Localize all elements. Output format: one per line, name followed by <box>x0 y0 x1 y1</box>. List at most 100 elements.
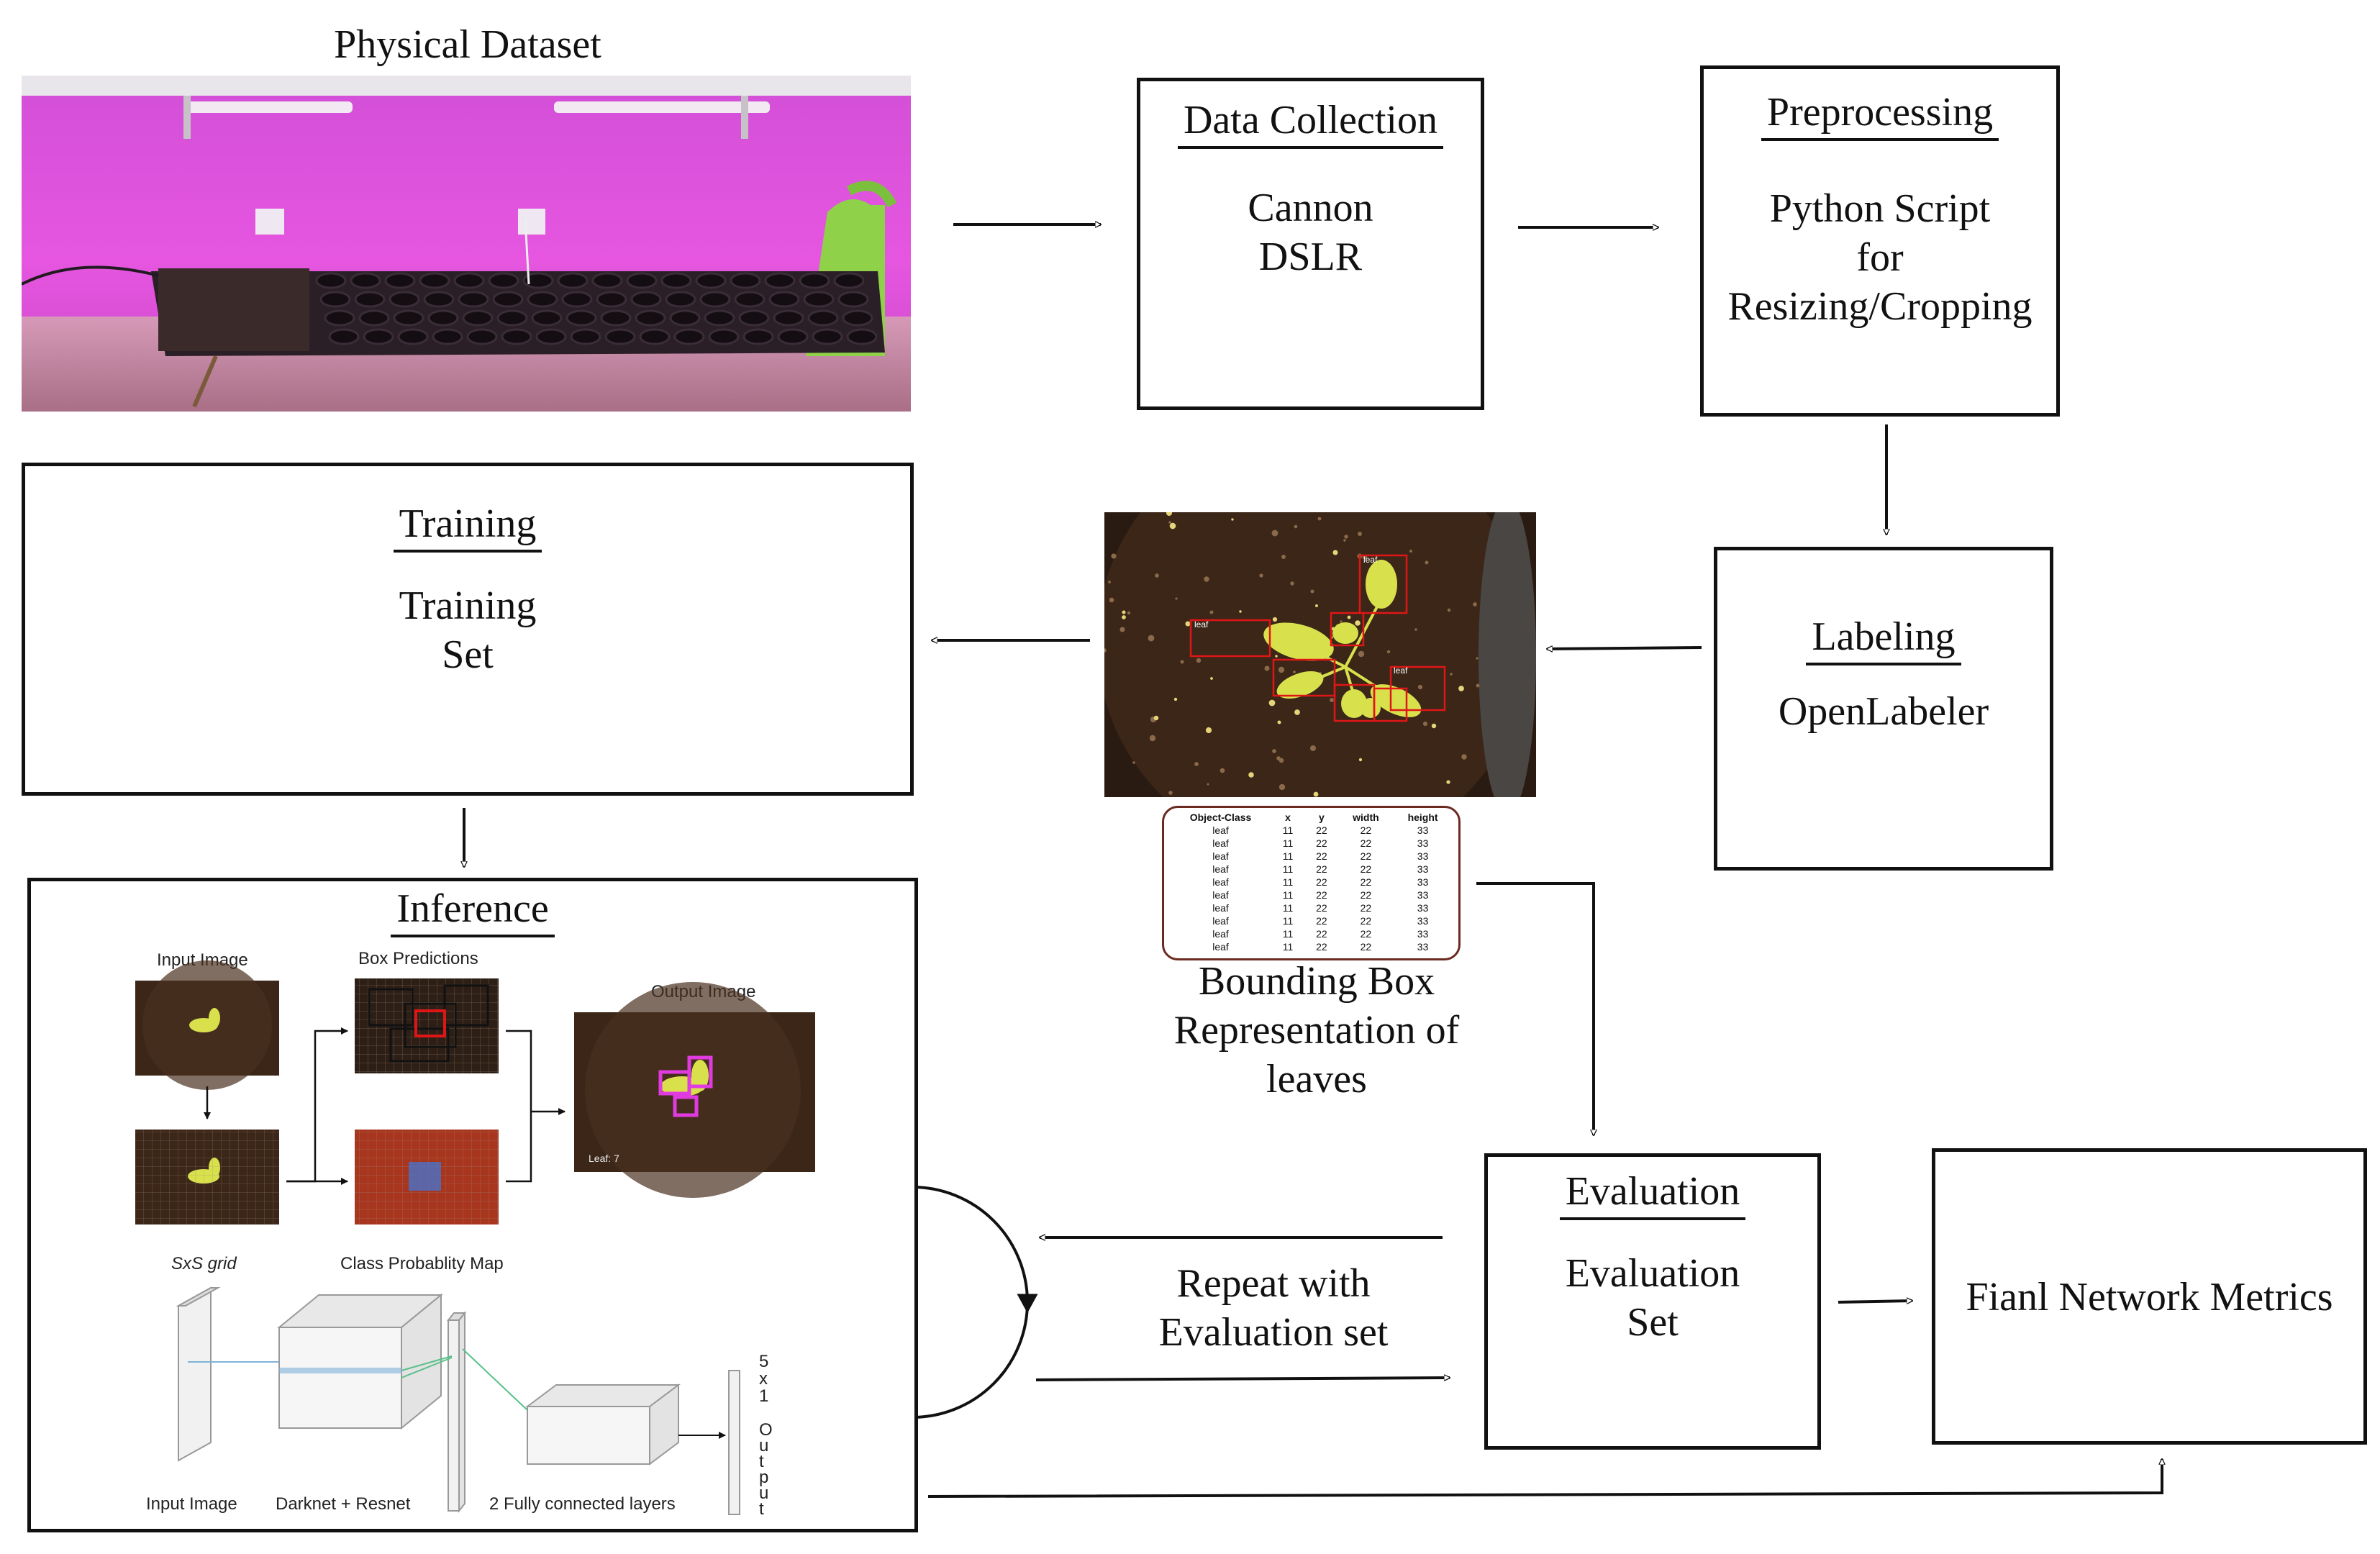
labeling-title: Labeling <box>1806 614 1961 666</box>
evaluation-title: Evaluation <box>1559 1168 1746 1221</box>
evaluation-line1: Evaluation <box>1565 1251 1740 1296</box>
bbox-table-cell: 11 <box>1282 941 1294 953</box>
inference-sxs-grid-label: SxS grid <box>171 1254 237 1273</box>
labeling-line1: OpenLabeler <box>1778 689 1989 734</box>
bbox-table-row: leaf 11 22 22 33 <box>1170 850 1453 863</box>
preprocessing-line3: Resizing/Cropping <box>1727 284 2032 329</box>
bbox-table-cell: leaf <box>1212 941 1229 953</box>
bbox-table-row: leaf 11 22 22 33 <box>1170 837 1453 850</box>
labeled-plant-image: leaf leaf leaf <box>1104 512 1536 797</box>
repeat-line2: Evaluation set <box>1158 1310 1389 1355</box>
bounding-caption-line3: leaves <box>1266 1057 1367 1101</box>
evaluation-box: Evaluation Evaluation Set <box>1484 1153 1821 1450</box>
arrow-labeling-to-image <box>1547 648 1702 649</box>
bbox-table-cell: 11 <box>1282 876 1294 888</box>
inference-box: Inference Input Image Box Predictions Ou… <box>27 878 918 1532</box>
bbox-table-header: width <box>1353 812 1379 823</box>
bbox-table-cell: 11 <box>1282 824 1294 836</box>
bbox-table-header: x <box>1285 812 1291 823</box>
bounding-box-caption: Bounding Box Representation of leaves <box>1122 957 1511 1104</box>
arrow-loop-to-evaluation <box>1035 1378 1450 1381</box>
bbox-table-header: height <box>1407 812 1438 823</box>
bbox-table-cell: leaf <box>1212 876 1229 888</box>
bbox-table-cell: 11 <box>1282 837 1294 849</box>
final-metrics-box: Fianl Network Metrics <box>1932 1148 2367 1445</box>
data-collection-box: Data Collection Cannon DSLR <box>1137 78 1484 410</box>
bbox-table-cell: 22 <box>1316 876 1327 888</box>
training-box: Training Training Set <box>22 463 914 796</box>
inference-title: Inference <box>391 886 555 938</box>
bbox-table-cell: 11 <box>1282 889 1294 901</box>
inference-class-probability-thumb <box>355 1130 499 1224</box>
grow-rack-photo <box>22 76 911 412</box>
repeat-caption: Repeat with Evaluation set <box>1122 1259 1425 1357</box>
bbox-table-cell: 22 <box>1316 941 1327 953</box>
bbox-table-row: leaf 11 22 22 33 <box>1170 940 1453 953</box>
net-darknet-label: Darknet + Resnet <box>276 1494 411 1514</box>
bbox-table-cell: 33 <box>1417 889 1429 901</box>
bbox-table-cell: leaf <box>1212 902 1229 914</box>
bbox-table-cell: 33 <box>1417 837 1429 849</box>
bbox-table-cell: 11 <box>1282 915 1294 927</box>
data-collection-title: Data Collection <box>1177 97 1443 150</box>
bbox-table-cell: 11 <box>1282 850 1294 862</box>
inference-class-map-label: Class Probablity Map <box>340 1254 504 1273</box>
bbox-table-cell: 22 <box>1360 928 1372 940</box>
preprocessing-line2: for <box>1856 235 1904 280</box>
preprocessing-line1: Python Script <box>1769 186 1991 231</box>
bbox-table-cell: 11 <box>1282 928 1294 940</box>
bbox-table-cell: 22 <box>1316 837 1327 849</box>
final-metrics-label: Fianl Network Metrics <box>1966 1275 2333 1319</box>
data-collection-line2: DSLR <box>1258 235 1363 279</box>
bbox-table-cell: 22 <box>1360 850 1372 862</box>
bbox-table-cell: 22 <box>1360 837 1372 849</box>
net-input-image-label: Input Image <box>146 1494 237 1514</box>
bbox-table-cell: 22 <box>1360 824 1372 836</box>
bbox-table-cell: leaf <box>1212 863 1229 875</box>
loop-arrowhead-right <box>1017 1294 1038 1314</box>
bbox-table-cell: leaf <box>1212 824 1229 836</box>
training-line1: Training <box>399 583 537 628</box>
inference-input-thumb <box>135 960 279 1090</box>
output-image-tag: Leaf: 7 <box>589 1153 619 1164</box>
bbox-table-cell: leaf <box>1212 850 1229 862</box>
bbox-table-cell: leaf <box>1212 928 1229 940</box>
bbox-table-cell: 33 <box>1417 850 1429 862</box>
inference-sxs-grid-thumb <box>135 1130 279 1224</box>
bbox-table-cell: leaf <box>1212 889 1229 901</box>
bbox-table-cell: 22 <box>1360 902 1372 914</box>
bbox-table-cell: 22 <box>1316 850 1327 862</box>
bbox-table-cell: 22 <box>1316 863 1327 875</box>
bbox-table-cell: 22 <box>1316 928 1327 940</box>
evaluation-line2: Set <box>1627 1300 1679 1345</box>
bbox-table-header: y <box>1318 812 1325 823</box>
bbox-table-cell: 11 <box>1282 902 1294 914</box>
bbox-table-cell: 22 <box>1316 824 1327 836</box>
net-output-word: O u t p u t <box>759 1420 773 1519</box>
bbox-table-cell: 33 <box>1417 941 1429 953</box>
training-title: Training <box>393 501 542 553</box>
bbox-table-cell: 33 <box>1417 915 1429 927</box>
data-collection-line1: Cannon <box>1248 186 1373 230</box>
net-output-dims: 5 x 1 <box>759 1352 769 1406</box>
bbox-table-cell: leaf <box>1212 915 1229 927</box>
bbox-tag: leaf <box>1363 555 1378 565</box>
bbox-table-cell: leaf <box>1212 837 1229 849</box>
arrow-inference-to-final <box>927 1459 2162 1498</box>
bbox-table-cell: 33 <box>1417 902 1429 914</box>
training-line2: Set <box>442 632 494 677</box>
arrow-evaluation-to-final <box>1838 1301 1912 1302</box>
bbox-table-cell: 22 <box>1360 889 1372 901</box>
bbox-table-cell: 22 <box>1360 915 1372 927</box>
network-architecture <box>176 1286 740 1515</box>
bbox-table-header: Object-Class <box>1189 812 1252 823</box>
bbox-table-cell: 33 <box>1417 876 1429 888</box>
bbox-table-cell: 22 <box>1360 941 1372 953</box>
